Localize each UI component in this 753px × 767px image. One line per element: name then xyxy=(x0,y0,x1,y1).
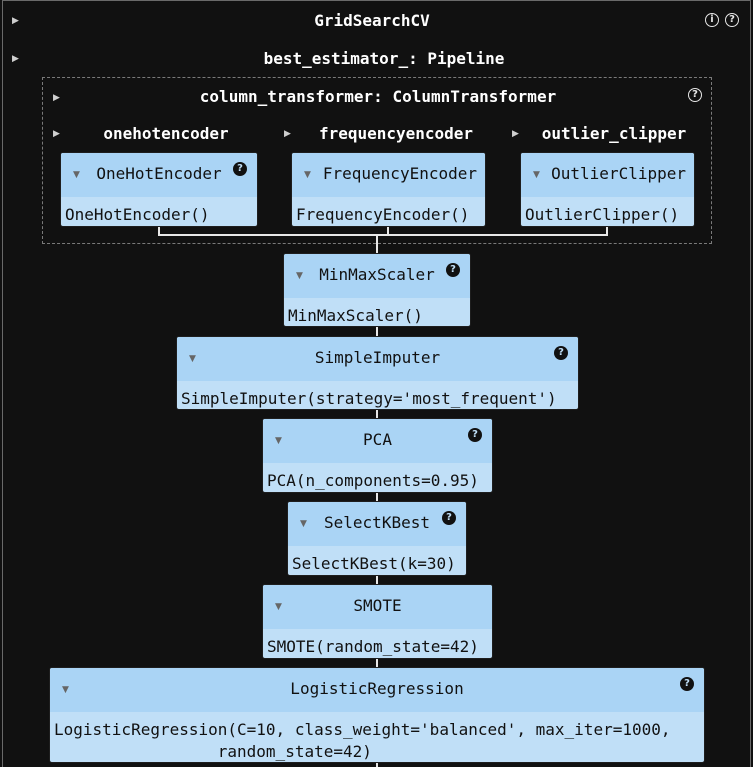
estimator-name-selectkbest[interactable]: SelectKBest xyxy=(324,513,430,532)
expanded-indicator-icon[interactable]: ▼ xyxy=(300,519,307,529)
pipeline-spine-line xyxy=(376,234,378,767)
estimator-box-pca[interactable]: ▼ PCA ? PCA(n_components=0.95) xyxy=(262,418,493,493)
estimator-box-logisticregression[interactable]: ▼ LogisticRegression ? LogisticRegressio… xyxy=(49,667,705,763)
estimator-name-outlier-clipper[interactable]: OutlierClipper xyxy=(551,164,686,183)
help-icon[interactable]: ? xyxy=(725,13,739,27)
minmaxscaler-help-icon[interactable]: ? xyxy=(446,263,460,277)
branch-label-onehotencoder[interactable]: onehotencoder xyxy=(103,124,229,143)
estimator-params-smote: SMOTE(random_state=42) xyxy=(267,637,479,656)
estimator-params-outlier-clipper: OutlierClipper() xyxy=(525,205,680,224)
estimator-params-selectkbest: SelectKBest(k=30) xyxy=(292,554,456,573)
connector-line xyxy=(158,226,160,235)
column-transformer-expand-toggle[interactable]: ▶ xyxy=(53,93,60,103)
estimator-box-smote[interactable]: ▼ SMOTE SMOTE(random_state=42) xyxy=(262,584,493,659)
gridsearch-expand-toggle[interactable]: ▶ xyxy=(12,16,19,26)
onehotencoder-help-icon[interactable]: ? xyxy=(233,162,247,176)
estimator-header xyxy=(288,502,466,546)
expanded-indicator-icon[interactable]: ▼ xyxy=(62,685,69,695)
column-transformer-help-icon[interactable]: ? xyxy=(688,88,702,102)
branch-label-frequencyencoder[interactable]: frequencyencoder xyxy=(318,124,474,143)
simpleimputer-help-icon[interactable]: ? xyxy=(554,346,568,360)
estimator-params-minmaxscaler: MinMaxScaler() xyxy=(288,306,423,325)
estimator-params-pca: PCA(n_components=0.95) xyxy=(267,471,479,490)
expanded-indicator-icon[interactable]: ▼ xyxy=(296,271,303,281)
onehotencoder-expand-toggle[interactable]: ▶ xyxy=(53,129,60,139)
estimator-header xyxy=(292,153,485,197)
outlier-clipper-expand-toggle[interactable]: ▶ xyxy=(512,129,519,139)
estimator-box-onehotencoder[interactable]: ▼ OneHotEncoder ? OneHotEncoder() xyxy=(60,152,258,227)
connector-line xyxy=(158,234,608,236)
estimator-box-outlier-clipper[interactable]: ▼ OutlierClipper OutlierClipper() xyxy=(520,152,695,227)
pipeline-title[interactable]: best_estimator_: Pipeline xyxy=(263,49,505,68)
estimator-name-logisticregression[interactable]: LogisticRegression xyxy=(290,679,464,698)
estimator-params-logisticregression: LogisticRegression(C=10, class_weight='b… xyxy=(54,720,671,761)
estimator-header xyxy=(263,585,492,629)
expanded-indicator-icon[interactable]: ▼ xyxy=(304,170,311,180)
pipeline-expand-toggle[interactable]: ▶ xyxy=(12,54,19,64)
estimator-params-onehotencoder: OneHotEncoder() xyxy=(65,205,210,224)
info-icon[interactable]: i xyxy=(705,13,719,27)
connector-line xyxy=(606,226,608,235)
pca-help-icon[interactable]: ? xyxy=(468,428,482,442)
estimator-box-minmaxscaler[interactable]: ▼ MinMaxScaler ? MinMaxScaler() xyxy=(283,253,471,327)
selectkbest-help-icon[interactable]: ? xyxy=(442,511,456,525)
estimator-header xyxy=(284,254,470,298)
estimator-name-minmaxscaler[interactable]: MinMaxScaler xyxy=(319,265,435,284)
branch-label-outlier-clipper[interactable]: outlier_clipper xyxy=(541,124,687,143)
expanded-indicator-icon[interactable]: ▼ xyxy=(275,602,282,612)
estimator-name-frequencyencoder[interactable]: FrequencyEncoder xyxy=(322,164,477,183)
estimator-header xyxy=(521,153,694,197)
logisticregression-help-icon[interactable]: ? xyxy=(680,677,694,691)
estimator-params-frequencyencoder: FrequencyEncoder() xyxy=(296,205,470,224)
gridsearch-title[interactable]: GridSearchCV xyxy=(314,11,430,30)
estimator-header xyxy=(177,337,578,381)
connector-line xyxy=(387,226,389,235)
expanded-indicator-icon[interactable]: ▼ xyxy=(73,170,80,180)
estimator-name-smote[interactable]: SMOTE xyxy=(353,596,402,615)
estimator-header xyxy=(263,419,492,463)
column-transformer-title[interactable]: column_transformer: ColumnTransformer xyxy=(199,87,557,106)
estimator-box-frequencyencoder[interactable]: ▼ FrequencyEncoder FrequencyEncoder() xyxy=(291,152,486,227)
estimator-name-onehotencoder[interactable]: OneHotEncoder xyxy=(96,164,222,183)
estimator-box-simpleimputer[interactable]: ▼ SimpleImputer ? SimpleImputer(strategy… xyxy=(176,336,579,410)
expanded-indicator-icon[interactable]: ▼ xyxy=(533,170,540,180)
expanded-indicator-icon[interactable]: ▼ xyxy=(275,436,282,446)
estimator-box-selectkbest[interactable]: ▼ SelectKBest ? SelectKBest(k=30) xyxy=(287,501,467,576)
estimator-header xyxy=(50,668,704,712)
frequencyencoder-expand-toggle[interactable]: ▶ xyxy=(284,129,291,139)
estimator-name-simpleimputer[interactable]: SimpleImputer xyxy=(314,348,441,367)
estimator-header xyxy=(61,153,257,197)
estimator-params-simpleimputer: SimpleImputer(strategy='most_frequent') xyxy=(181,389,557,408)
estimator-name-pca[interactable]: PCA xyxy=(363,430,392,449)
expanded-indicator-icon[interactable]: ▼ xyxy=(189,354,196,364)
